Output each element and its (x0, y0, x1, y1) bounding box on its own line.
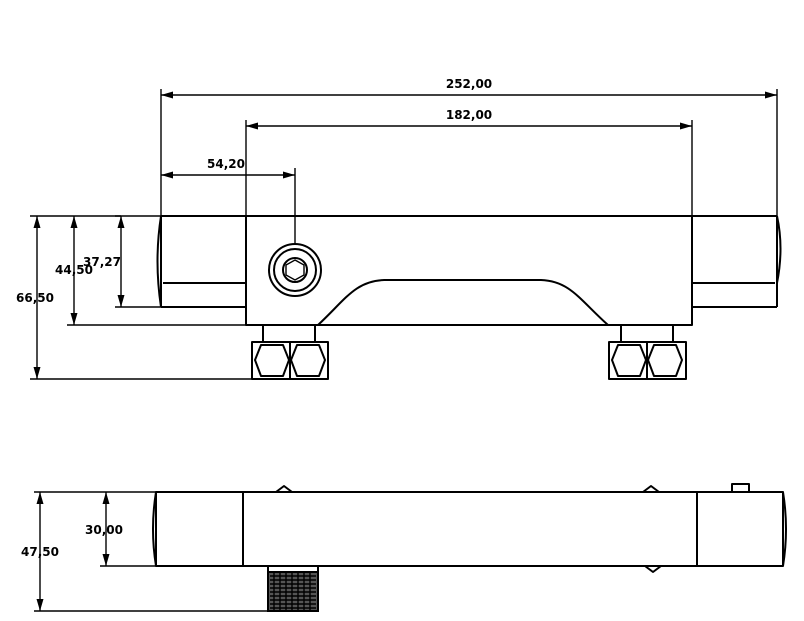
label-outlet-offset: 54,20 (207, 157, 245, 171)
right-connector (608, 324, 687, 380)
label-bottom-30: 30,00 (85, 523, 123, 537)
front-view: 252,00 182,00 54,20 37,27 (16, 77, 782, 380)
threaded-outlet (267, 565, 319, 612)
outlet-port (268, 243, 322, 297)
label-height-44: 44,50 (55, 263, 93, 277)
body-recess (317, 279, 609, 326)
dimension-height-66: 66,50 (16, 215, 252, 380)
label-overall-length: 252,00 (446, 77, 492, 91)
label-height-37: 37,27 (83, 255, 121, 269)
marker-right-top (642, 485, 660, 493)
valve-body (245, 215, 693, 326)
dimension-bottom-30: 30,00 (85, 491, 156, 567)
left-end-cap (156, 215, 246, 308)
label-height-66: 66,50 (16, 291, 54, 305)
left-connector (251, 324, 329, 380)
label-body-length: 182,00 (446, 108, 492, 122)
cap-button (731, 483, 750, 493)
marker-left-top (275, 485, 293, 493)
top-view: 30,00 47,50 (21, 483, 787, 612)
dimension-body-length: 182,00 (245, 108, 693, 216)
dimension-height-44: 44,50 (55, 215, 246, 326)
dimension-outlet-offset: 54,20 (161, 157, 296, 244)
dimension-overall-length: 252,00 (160, 77, 778, 216)
bar-body (155, 491, 784, 567)
label-bottom-47: 47,50 (21, 545, 59, 559)
dimension-height-37: 37,27 (83, 215, 161, 308)
right-end-cap (692, 215, 782, 308)
marker-right-bottom (644, 565, 662, 573)
dimension-bottom-47: 47,50 (21, 491, 268, 612)
